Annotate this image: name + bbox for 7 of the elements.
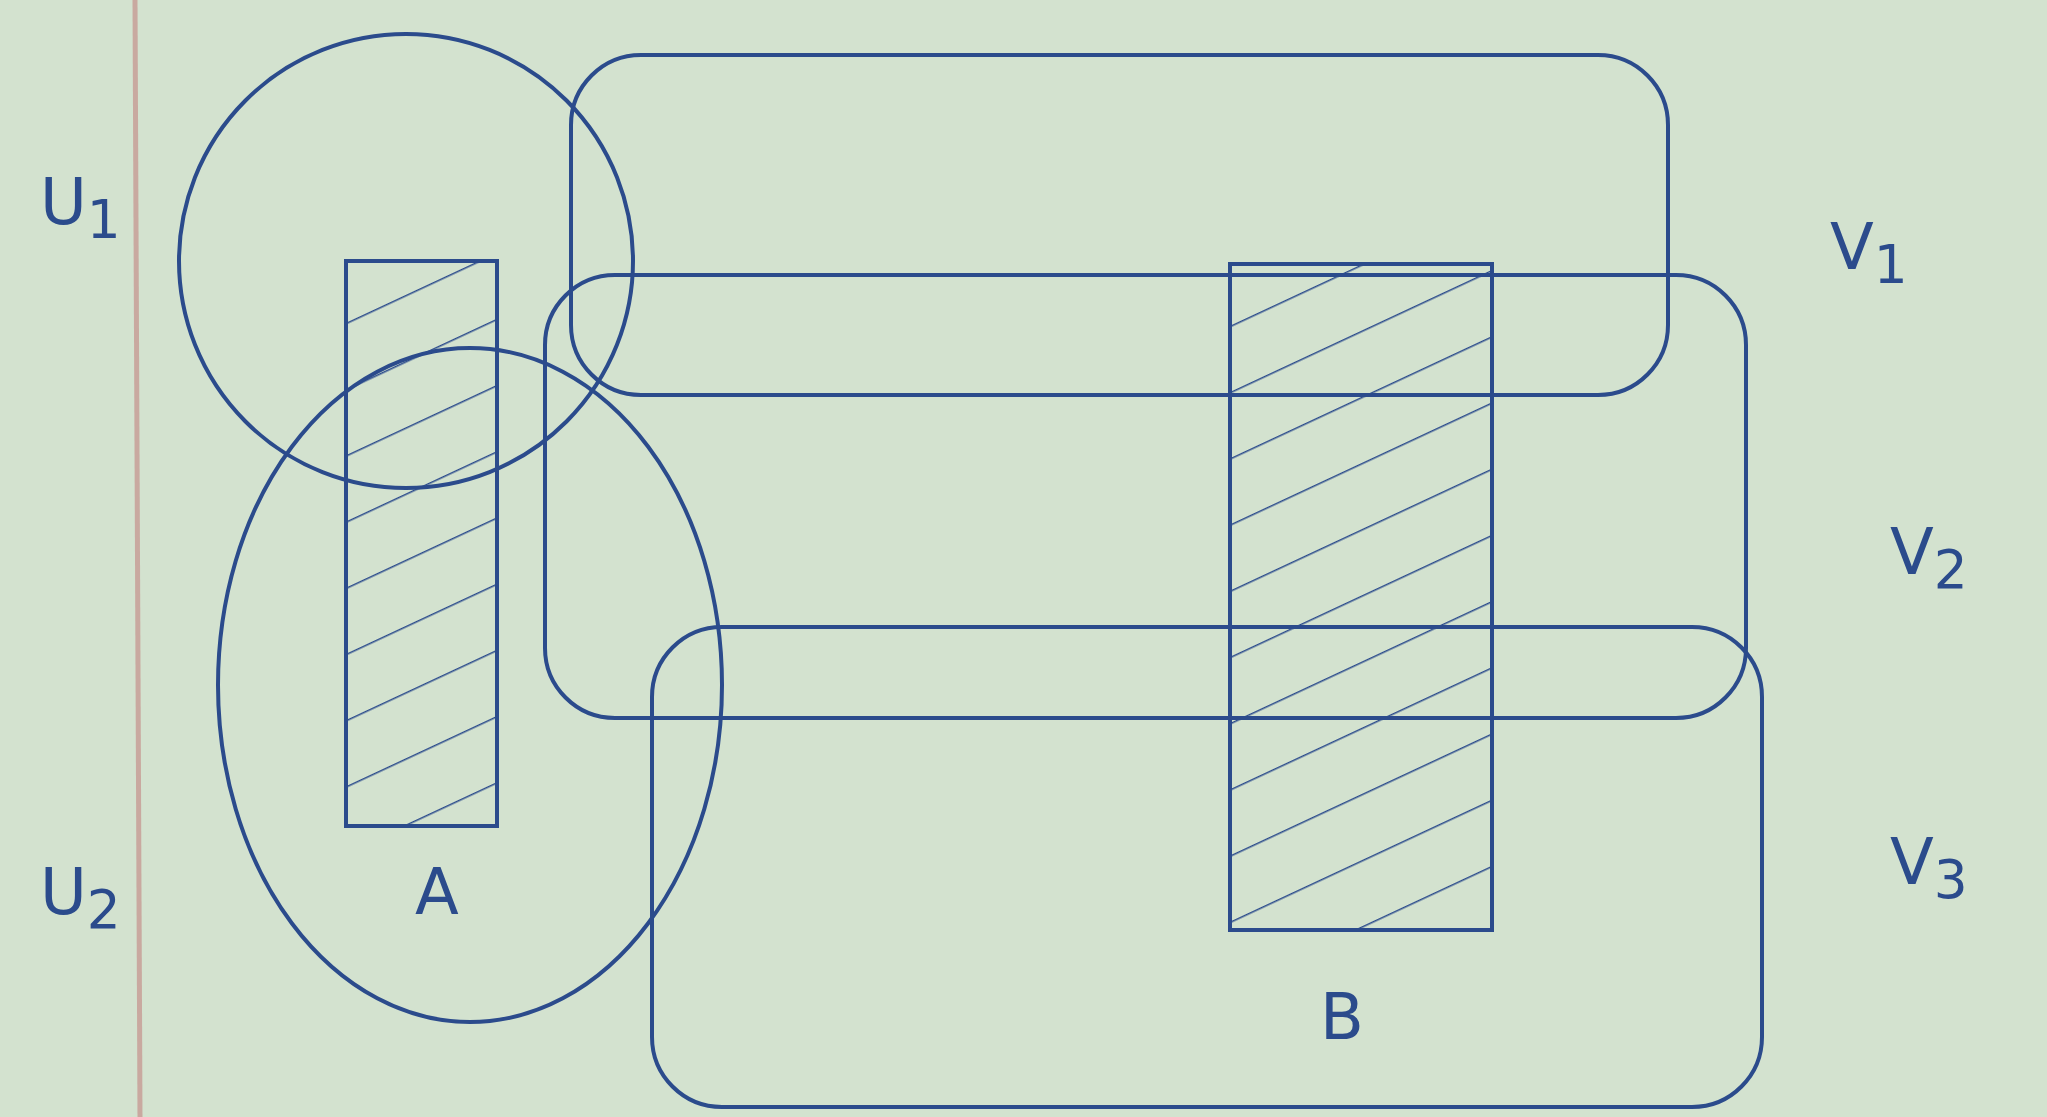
set-label: V$_{1}$: [1830, 215, 1908, 292]
set-label: U$_{2}$: [40, 860, 121, 937]
set-label: V$_{3}$: [1890, 830, 1968, 907]
set-label: B: [1320, 985, 1364, 1049]
set-label: V$_{2}$: [1890, 520, 1968, 597]
set-label: A: [415, 860, 459, 924]
set-label: U$_{1}$: [40, 170, 121, 247]
